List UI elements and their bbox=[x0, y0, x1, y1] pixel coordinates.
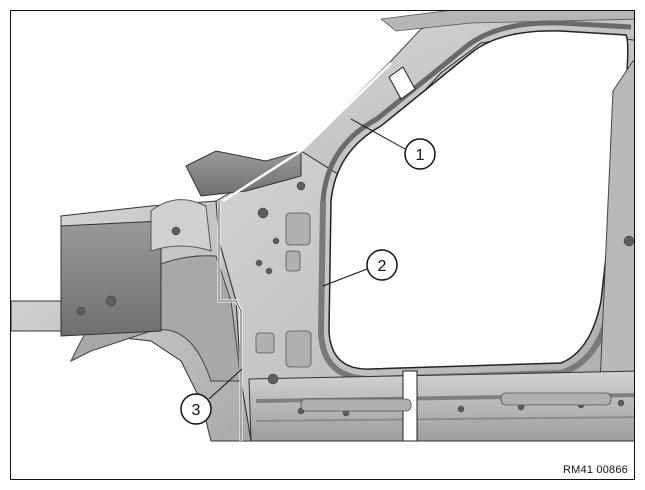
callout-1-leader bbox=[350, 118, 406, 150]
roof-rail-top bbox=[380, 11, 634, 32]
door-opening bbox=[328, 30, 629, 370]
rocker-sill-ridge-2 bbox=[255, 416, 634, 422]
panel-recesses bbox=[255, 212, 612, 412]
callout-3: 3 bbox=[180, 368, 243, 425]
callout-2-leader bbox=[322, 268, 368, 287]
rocker-sill bbox=[248, 370, 634, 442]
cut-line-hinge-pillar-outline bbox=[218, 201, 242, 441]
cut-band-a-pillar bbox=[388, 66, 416, 100]
callout-1-label: 1 bbox=[416, 147, 425, 164]
callout-3-leader bbox=[208, 368, 243, 400]
b-pillar bbox=[596, 60, 634, 442]
reference-code: RM41 00866 bbox=[563, 464, 628, 476]
callout-1: 1 bbox=[350, 118, 436, 170]
cowl-top bbox=[185, 150, 302, 197]
callout-2-label: 2 bbox=[378, 258, 387, 275]
door-opening-flange bbox=[320, 20, 632, 202]
body-side-panel-illustration: 1 2 3 bbox=[11, 11, 634, 442]
callout-3-circle bbox=[180, 393, 212, 425]
callout-2-circle bbox=[366, 249, 398, 281]
strut-tower bbox=[150, 199, 212, 252]
illustration-frame: 1 2 3 RM41 00866 bbox=[10, 10, 635, 480]
front-rail bbox=[60, 220, 162, 337]
callout-1-circle bbox=[404, 138, 436, 170]
callout-3-label: 3 bbox=[192, 402, 201, 419]
callout-2: 2 bbox=[322, 249, 398, 287]
cut-line-a-pillar-edge bbox=[222, 62, 392, 203]
